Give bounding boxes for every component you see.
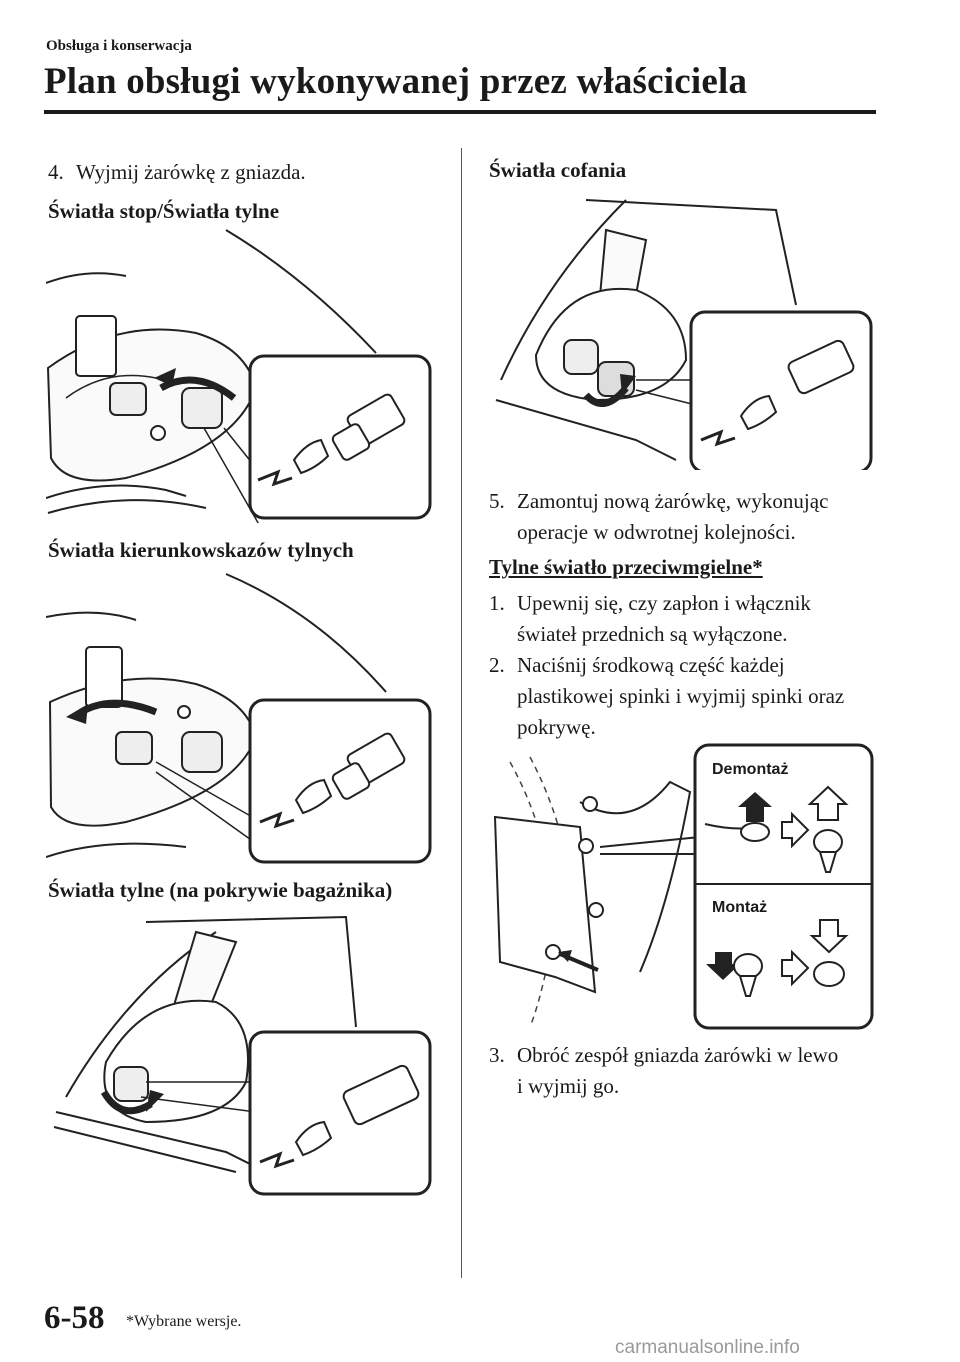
heading-reverse-lights: Światła cofania xyxy=(489,158,627,182)
illustration-rear-turn-bulb xyxy=(46,572,436,867)
heading-rear-turn: Światła kierunkowskazów tylnych xyxy=(48,538,354,562)
section-label: Obsługa i konserwacja xyxy=(46,38,192,54)
step-number: 3. xyxy=(489,1043,505,1067)
step-text-line2: i wyjmij go. xyxy=(517,1074,620,1098)
step-text-line1: Upewnij się, czy zapłon i włącznik xyxy=(517,591,811,615)
heading-tailgate-lights: Światła tylne (na pokrywie bagażnika) xyxy=(48,878,393,902)
page-number: 6-58 xyxy=(44,1300,105,1336)
fog-step-1: 1. Upewnij się, czy zapłon i włącznik św… xyxy=(489,588,889,650)
step-5: 5. Zamontuj nową żarówkę, wykonując oper… xyxy=(489,486,884,548)
step-text-line1: Obróć zespół gniazda żarówki w lewo xyxy=(517,1043,839,1067)
watermark: carmanualsonline.info xyxy=(615,1337,800,1358)
step-text-line2: plastikowej spinki i wyjmij spinki oraz xyxy=(517,684,845,708)
step-number: 5. xyxy=(489,489,505,513)
label-removal: Demontaż xyxy=(712,761,788,778)
step-text-line2: operacje w odwrotnej kolejności. xyxy=(517,520,796,544)
page-title: Plan obsługi wykonywanej przez właścicie… xyxy=(44,61,748,102)
heading-stop-tail: Światła stop/Światła tylne xyxy=(48,199,280,223)
label-install: Montaż xyxy=(712,899,767,916)
fog-step-3: 3. Obróć zespół gniazda żarówki w lewo i… xyxy=(489,1040,889,1102)
step-text: Wyjmij żarówkę z gniazda. xyxy=(76,160,306,184)
illustration-reverse-bulb xyxy=(486,190,876,470)
title-rule xyxy=(44,110,876,114)
step-4: 4. Wyjmij żarówkę z gniazda. xyxy=(48,157,448,188)
footnote: *Wybrane wersje. xyxy=(126,1313,242,1330)
step-text-line1: Zamontuj nową żarówkę, wykonując xyxy=(517,489,829,513)
fog-light-title: Tylne światło przeciwmgielne* xyxy=(489,555,763,579)
step-number: 2. xyxy=(489,653,505,677)
fog-step-2: 2. Naciśnij środkową część każdej plasti… xyxy=(489,650,889,743)
step-text-line3: pokrywę. xyxy=(517,715,596,739)
column-divider xyxy=(461,148,462,1278)
step-text-line2: świateł przednich są wyłączone. xyxy=(517,622,788,646)
illustration-tailgate-bulb xyxy=(46,912,436,1207)
step-number: 1. xyxy=(489,591,505,615)
illustration-stop-tail-bulb xyxy=(46,228,436,523)
step-number: 4. xyxy=(48,160,64,184)
step-text-line1: Naciśnij środkową część każdej xyxy=(517,653,785,677)
illustration-fog-cover-clips: Demontaż Montaż xyxy=(490,742,880,1032)
